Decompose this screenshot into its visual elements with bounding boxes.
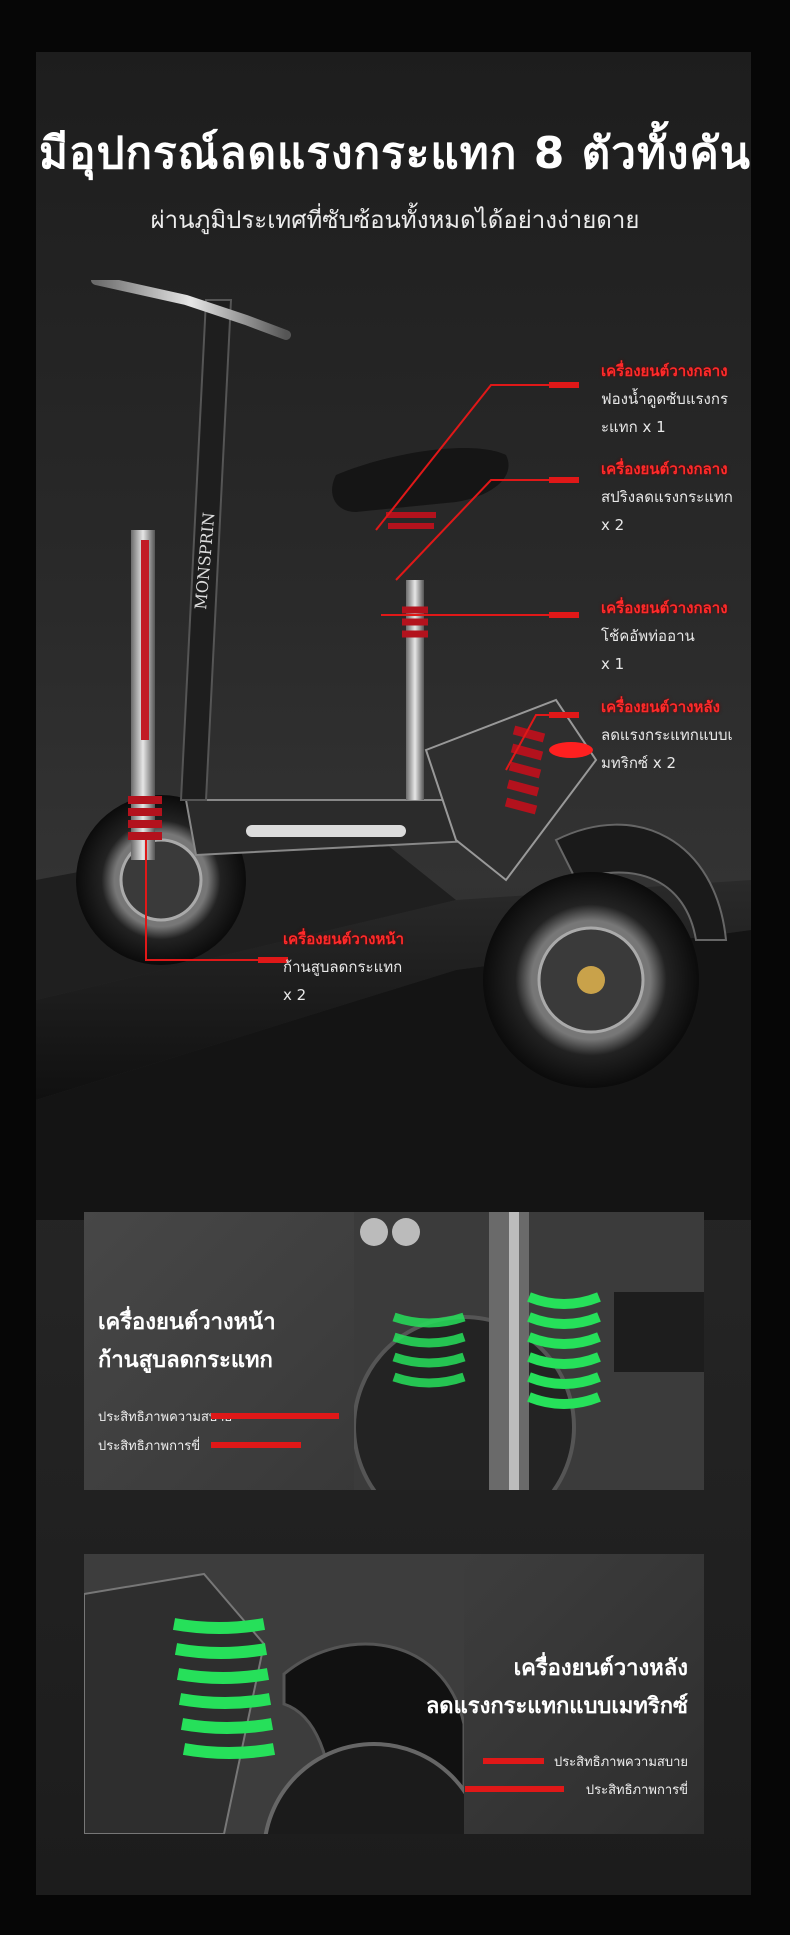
front-spring <box>128 796 162 840</box>
rear-riding-bar <box>465 1786 564 1792</box>
front-card-title-line1: เครื่องยนต์วางหน้า <box>98 1310 276 1335</box>
rear-spring <box>504 725 546 815</box>
callout-title: เครื่องยนต์วางกลาง <box>601 460 728 478</box>
callout-front-piston: เครื่องยนต์วางหน้า ก้านสูบลดกระแทก x 2 <box>283 925 404 1009</box>
rear-swingarm-xray-illustration <box>84 1554 464 1834</box>
callout-rear-matrix: เครื่องยนต์วางหลัง ลดแรงกระแทกแบบเ มทริก… <box>601 693 733 777</box>
callout-desc: ฟองน้ำดูดซับแรงกร ะแทก x 1 <box>601 390 729 436</box>
callout-title: เครื่องยนต์วางหน้า <box>283 930 405 948</box>
front-card-title: เครื่องยนต์วางหน้า ก้านสูบลดกระแทก <box>98 1304 276 1380</box>
rear-card-title: เครื่องยนต์วางหลัง ลดแรงกระแทกแบบเมทริกซ… <box>426 1650 688 1726</box>
rear-card-title-line2: ลดแรงกระแทกแบบเมทริกซ์ <box>425 1694 688 1719</box>
callout-desc: ก้านสูบลดกระแทก x 2 <box>283 958 403 1004</box>
callout-desc: ลดแรงกระแทกแบบเ มทริกซ์ x 2 <box>601 726 733 772</box>
seat <box>332 447 509 512</box>
handlebar <box>91 280 291 340</box>
callout-leader-lines <box>145 384 566 961</box>
rear-swing-arm <box>424 698 598 882</box>
callout-title: เครื่องยนต์วางกลาง <box>601 362 728 380</box>
rear-riding-label: ประสิทธิภาพการขี่ <box>585 1783 688 1798</box>
callout-title: เครื่องยนต์วางกลาง <box>601 599 728 617</box>
callout-desc: สปริงลดแรงกระแทก x 2 <box>601 488 733 534</box>
front-comfort-bar <box>211 1413 339 1419</box>
callout-title: เครื่องยนต์วางหลัง <box>601 698 720 716</box>
callout-seat-foam: เครื่องยนต์วางกลาง ฟองน้ำดูดซับแรงกร ะแท… <box>601 357 728 441</box>
rear-fender <box>554 823 728 941</box>
rear-comfort-bar <box>483 1758 544 1764</box>
tail-light <box>549 742 593 758</box>
rear-comfort-label: ประสิทธิภาพความสบาย <box>553 1755 688 1770</box>
front-suspension-card: เครื่องยนต์วางหน้า ก้านสูบลดกระแทก ประสิ… <box>84 1212 704 1490</box>
callout-seat-post-shock: เครื่องยนต์วางกลาง โช้คอัพท่ออาน x 1 <box>601 594 728 678</box>
front-comfort-label: ประสิทธิภาพความสบาย <box>98 1410 233 1425</box>
rear-suspension-card: เครื่องยนต์วางหลัง ลดแรงกระแทกแบบเมทริกซ… <box>84 1554 704 1834</box>
page-subtitle: ผ่านภูมิประเทศที่ซับซ้อนทั้งหมดได้อย่างง… <box>150 206 640 234</box>
steering-column <box>179 299 233 801</box>
green-spring-rear <box>172 1618 276 1759</box>
rear-card-title-line1: เครื่องยนต์วางหลัง <box>513 1656 688 1681</box>
front-riding-bar <box>211 1442 301 1448</box>
callout-desc: โช้คอัพท่ออาน x 1 <box>601 627 695 673</box>
front-card-title-line2: ก้านสูบลดกระแทก <box>98 1348 273 1373</box>
green-spring-right <box>527 1292 601 1409</box>
scooter-illustration: MONSPRIN <box>36 280 751 1220</box>
front-riding-label: ประสิทธิภาพการขี่ <box>98 1439 201 1454</box>
callout-seat-spring: เครื่องยนต์วางกลาง สปริงลดแรงกระแทก x 2 <box>601 455 733 539</box>
page-title: มีอุปกรณ์ลดแรงกระแทก 8 ตัวทั้งคัน <box>39 128 751 179</box>
front-fork-xray-illustration <box>354 1212 704 1490</box>
green-spring-left <box>392 1312 466 1388</box>
